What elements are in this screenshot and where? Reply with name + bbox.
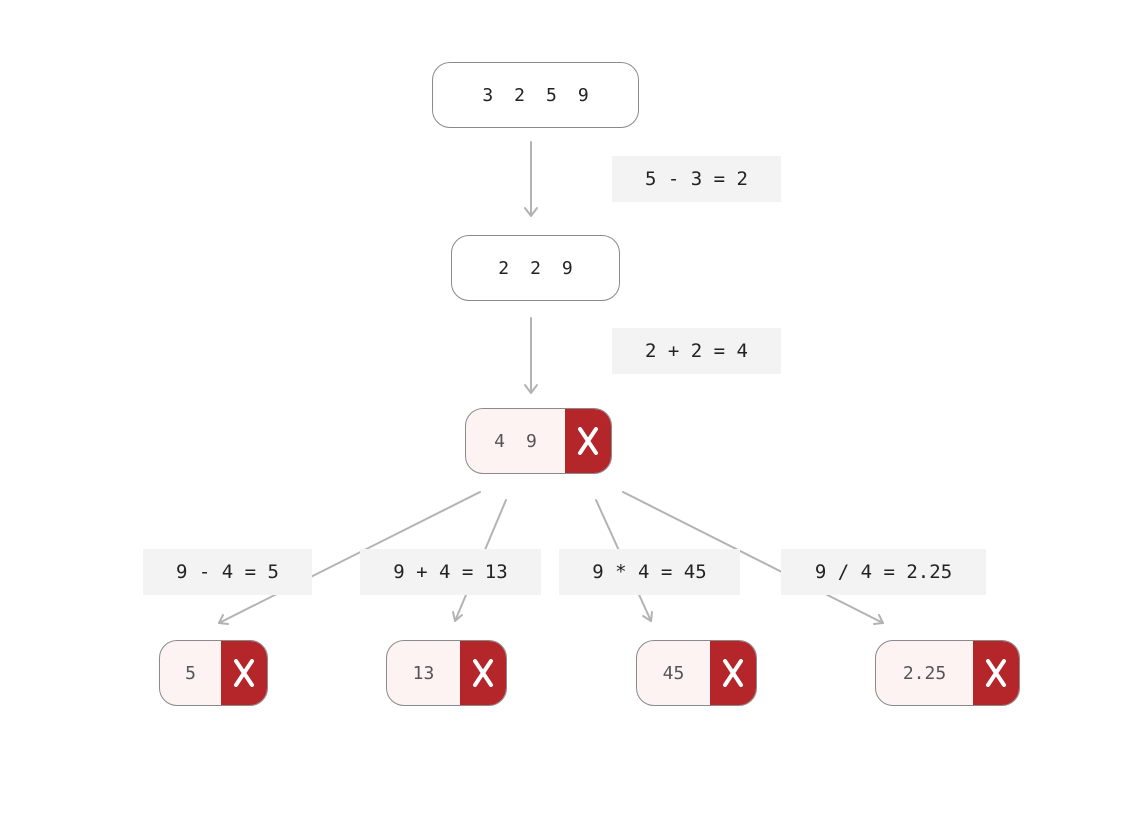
operation-label-6: 9 / 4 = 2.25	[781, 549, 986, 595]
leaf4-node: 2.25	[875, 640, 1020, 706]
leaf2-numbers: 13	[387, 641, 460, 705]
arrow-to-leaf1	[218, 491, 481, 625]
level2-numbers: 4 9	[466, 409, 565, 473]
arrow-level1-to-level2	[524, 317, 538, 394]
arrow-to-leaf4	[622, 491, 884, 625]
leaf3-numbers: 45	[637, 641, 710, 705]
root-number: 3	[482, 84, 494, 106]
root-numbers: 3 2 5 9	[433, 63, 638, 127]
root-number: 5	[546, 84, 557, 106]
leaf3-node: 45	[636, 640, 757, 706]
x-mark-icon	[710, 641, 756, 705]
leaf3-number: 45	[662, 662, 685, 684]
operation-label-4: 9 + 4 = 13	[360, 549, 541, 595]
x-mark-icon	[460, 641, 506, 705]
level1-numbers: 2 2 9	[452, 236, 619, 300]
leaf2-node: 13	[386, 640, 507, 706]
arrow-root-to-level1	[524, 141, 538, 217]
level2-number: 9	[526, 430, 537, 452]
leaf1-number: 5	[185, 662, 196, 684]
root-node: 3 2 5 9	[432, 62, 639, 128]
level1-number: 2	[530, 257, 541, 279]
level2-number: 4	[494, 430, 505, 452]
operation-label-1: 5 - 3 = 2	[612, 156, 781, 202]
level1-node: 2 2 9	[451, 235, 620, 301]
operation-label-2: 2 + 2 = 4	[612, 328, 781, 374]
operation-label-3: 9 - 4 = 5	[143, 549, 312, 595]
x-mark-icon	[565, 409, 611, 473]
root-number: 9	[577, 84, 589, 106]
leaf1-node: 5	[159, 640, 268, 706]
root-number: 2	[514, 84, 525, 106]
leaf4-numbers: 2.25	[876, 641, 973, 705]
level1-number: 9	[561, 257, 573, 279]
operation-label-5: 9 * 4 = 45	[559, 549, 740, 595]
leaf2-number: 13	[412, 662, 435, 684]
level1-number: 2	[498, 257, 510, 279]
level2-node: 4 9	[465, 408, 612, 474]
x-mark-icon	[221, 641, 267, 705]
leaf4-number: 2.25	[902, 662, 947, 684]
leaf1-numbers: 5	[160, 641, 221, 705]
x-mark-icon	[973, 641, 1019, 705]
